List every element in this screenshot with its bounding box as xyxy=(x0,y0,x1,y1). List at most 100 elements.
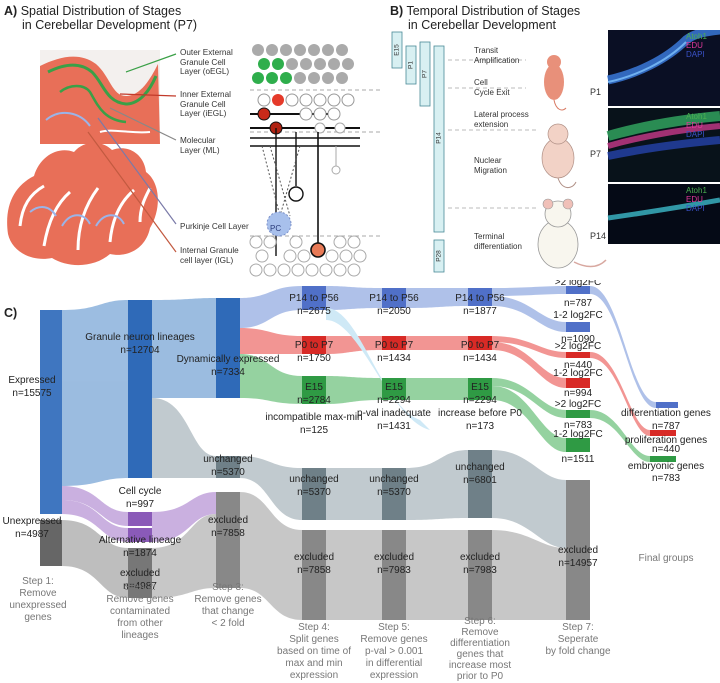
svg-text:differentiation: differentiation xyxy=(450,638,510,649)
callout-igl xyxy=(87,131,177,253)
panel-b-letter: B) xyxy=(390,4,404,18)
svg-text:Step 1:: Step 1: xyxy=(22,576,54,587)
svg-text:n=1874: n=1874 xyxy=(123,548,157,559)
panel-a-title-line2: in Cerebellar Development (P7) xyxy=(22,18,198,32)
svg-text:expression: expression xyxy=(370,670,418,681)
svg-text:embryonic genes: embryonic genes xyxy=(628,461,704,472)
svg-text:Split genes: Split genes xyxy=(289,634,338,645)
svg-text:n=783: n=783 xyxy=(652,473,681,484)
callout-pcl xyxy=(97,117,177,225)
svg-text:prior to P0: prior to P0 xyxy=(457,671,504,682)
step-captions: Step 1: Remove unexpressed genes Step 2:… xyxy=(9,553,693,682)
svg-text:Final groups: Final groups xyxy=(638,553,693,564)
panel-a-header: A) Spatial Distribution of Stages in Cer… xyxy=(4,4,197,32)
svg-text:n=14957: n=14957 xyxy=(558,558,598,569)
svg-text:p-val inadequate: p-val inadequate xyxy=(357,408,431,419)
oegl-cells xyxy=(252,44,354,84)
panel-b-header: B) Temporal Distribution of Stages in Ce… xyxy=(390,4,580,32)
panel-a-illustration xyxy=(7,44,380,277)
svg-text:Granule neuron lineages: Granule neuron lineages xyxy=(85,332,195,343)
svg-text:n=5370: n=5370 xyxy=(297,487,331,498)
svg-text:n=125: n=125 xyxy=(300,425,329,436)
tp-p1: P1 xyxy=(408,61,415,69)
pc-label: PC xyxy=(270,224,282,233)
svg-text:increase before P0: increase before P0 xyxy=(438,408,522,419)
tp-e15: E15 xyxy=(394,44,401,56)
bar-p28 xyxy=(433,239,445,273)
mouse-label-p1: P1 xyxy=(590,87,602,97)
svg-text:Step 7:: Step 7: xyxy=(562,622,594,633)
svg-text:based on time of: based on time of xyxy=(277,646,351,657)
svg-text:excluded: excluded xyxy=(294,552,334,563)
layer-pcl: Purkinje Cell Layer xyxy=(180,222,249,231)
tp-p14: P14 xyxy=(436,132,443,144)
svg-text:Step 4:: Step 4: xyxy=(298,622,330,633)
svg-text:Expressed: Expressed xyxy=(8,375,55,386)
svg-text:that change: that change xyxy=(202,606,255,617)
svg-text:E15: E15 xyxy=(471,382,489,393)
svg-text:excluded: excluded xyxy=(558,545,598,556)
step-4-caption: Step 4: Split genes based on time of max… xyxy=(277,622,351,681)
purkinje-cell xyxy=(266,211,292,237)
sankey-flows xyxy=(62,286,656,620)
step-1-caption: Step 1: Remove unexpressed genes xyxy=(9,576,66,623)
svg-text:n=783: n=783 xyxy=(564,420,593,431)
svg-text:Remove genes: Remove genes xyxy=(194,594,261,605)
svg-text:n=5370: n=5370 xyxy=(377,487,411,498)
svg-text:1-2 log2FC: 1-2 log2FC xyxy=(553,310,602,321)
svg-text:n=787: n=787 xyxy=(564,298,593,309)
svg-text:contaminated: contaminated xyxy=(110,606,170,617)
svg-text:n=6801: n=6801 xyxy=(463,475,497,486)
sankey-nodes xyxy=(40,286,678,620)
svg-text:unchanged: unchanged xyxy=(203,454,253,465)
svg-text:unexpressed: unexpressed xyxy=(9,600,66,611)
svg-text:n=4987: n=4987 xyxy=(15,529,49,540)
svg-text:n=440: n=440 xyxy=(652,444,681,455)
stain-legend-p1: Atoh1 EDU DAPI xyxy=(686,32,707,59)
micrograph-p7 xyxy=(606,108,720,182)
step-5-caption: Step 5: Remove genes p-val > 0.001 in di… xyxy=(360,622,427,681)
svg-text:n=2294: n=2294 xyxy=(463,395,497,406)
svg-text:n=7858: n=7858 xyxy=(211,528,245,539)
svg-text:E15: E15 xyxy=(385,382,403,393)
panel-b-timeline: E15 P1 P7 P14 P28 xyxy=(391,30,720,273)
tp-p7: P7 xyxy=(422,70,429,78)
mouse-p1-icon xyxy=(544,55,567,111)
svg-text:Step 5:: Step 5: xyxy=(378,622,410,633)
svg-text:1-2 log2FC: 1-2 log2FC xyxy=(553,429,602,440)
svg-text:>2 log2FC: >2 log2FC xyxy=(555,399,601,410)
svg-text:P14 to P56: P14 to P56 xyxy=(289,293,339,304)
svg-text:proliferation genes: proliferation genes xyxy=(625,435,707,446)
svg-text:n=1090: n=1090 xyxy=(561,334,595,345)
svg-text:by fold change: by fold change xyxy=(545,646,610,657)
svg-text:n=7858: n=7858 xyxy=(297,565,331,576)
svg-text:n=2675: n=2675 xyxy=(297,306,331,317)
svg-text:incompatible max-min: incompatible max-min xyxy=(265,412,362,423)
svg-text:unchanged: unchanged xyxy=(289,474,339,485)
mouse-label-p7: P7 xyxy=(590,149,602,159)
svg-text:n=7334: n=7334 xyxy=(211,367,245,378)
svg-text:P0 to P7: P0 to P7 xyxy=(375,340,414,351)
folium-zoom xyxy=(40,50,160,144)
svg-text:unchanged: unchanged xyxy=(369,474,419,485)
svg-text:< 2 fold: < 2 fold xyxy=(211,618,244,629)
svg-text:Alternative lineage: Alternative lineage xyxy=(99,535,182,546)
svg-text:n=2294: n=2294 xyxy=(377,395,411,406)
svg-text:n=1750: n=1750 xyxy=(297,353,331,364)
step-3-caption: Step 3: Remove genes that change < 2 fol… xyxy=(194,582,261,629)
svg-text:differentiation genes: differentiation genes xyxy=(621,408,711,419)
svg-text:n=2784: n=2784 xyxy=(297,395,331,406)
svg-text:Remove genes: Remove genes xyxy=(106,594,173,605)
svg-text:Remove genes: Remove genes xyxy=(360,634,427,645)
svg-text:n=2050: n=2050 xyxy=(377,306,411,317)
micrograph-p14 xyxy=(607,184,720,244)
svg-text:n=1434: n=1434 xyxy=(463,353,497,364)
